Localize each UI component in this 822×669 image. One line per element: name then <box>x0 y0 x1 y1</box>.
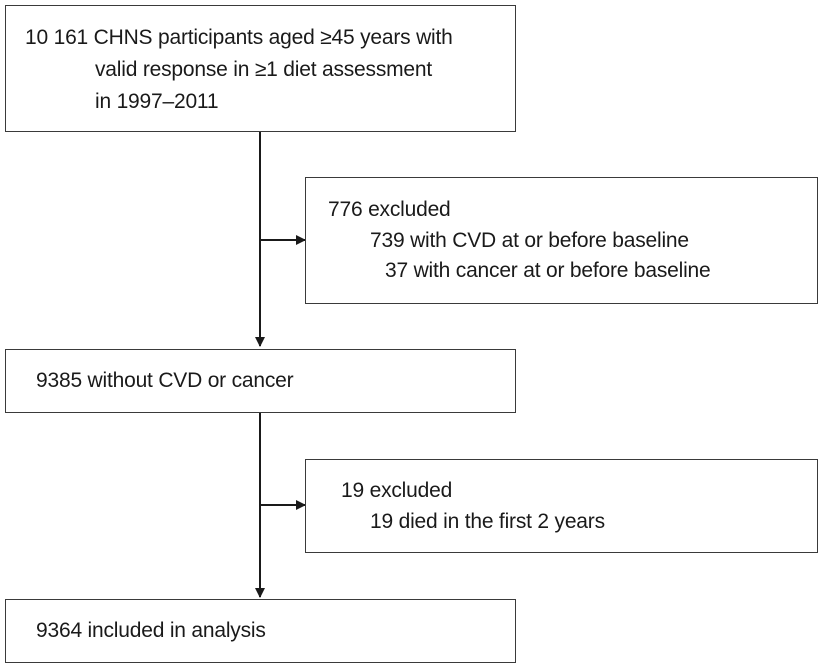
exclusion2-reason-died: 19 died in the first 2 years <box>370 510 605 533</box>
box3-line1: 9364 included in analysis <box>36 619 266 642</box>
exclusion2-title: 19 excluded <box>341 479 453 502</box>
box1-line2: valid response in ≥1 diet assessment <box>95 58 433 81</box>
box1-line1: 10 161 CHNS participants aged ≥45 years … <box>25 26 453 49</box>
exclusion1-reason-cancer: 37 with cancer at or before baseline <box>385 259 711 282</box>
box-exclusion-1: 776 excluded 739 with CVD at or before b… <box>305 177 818 304</box>
box-included-analysis: 9364 included in analysis <box>5 599 516 663</box>
exclusion1-title: 776 excluded <box>328 198 451 221</box>
box1-line3: in 1997–2011 <box>95 90 219 113</box>
box2-line1: 9385 without CVD or cancer <box>36 369 294 392</box>
box-eligible-participants: 10 161 CHNS participants aged ≥45 years … <box>5 5 516 132</box>
box-exclusion-2: 19 excluded 19 died in the first 2 years <box>305 459 818 553</box>
exclusion1-reason-cvd: 739 with CVD at or before baseline <box>370 229 689 252</box>
box-without-cvd-cancer: 9385 without CVD or cancer <box>5 349 516 413</box>
